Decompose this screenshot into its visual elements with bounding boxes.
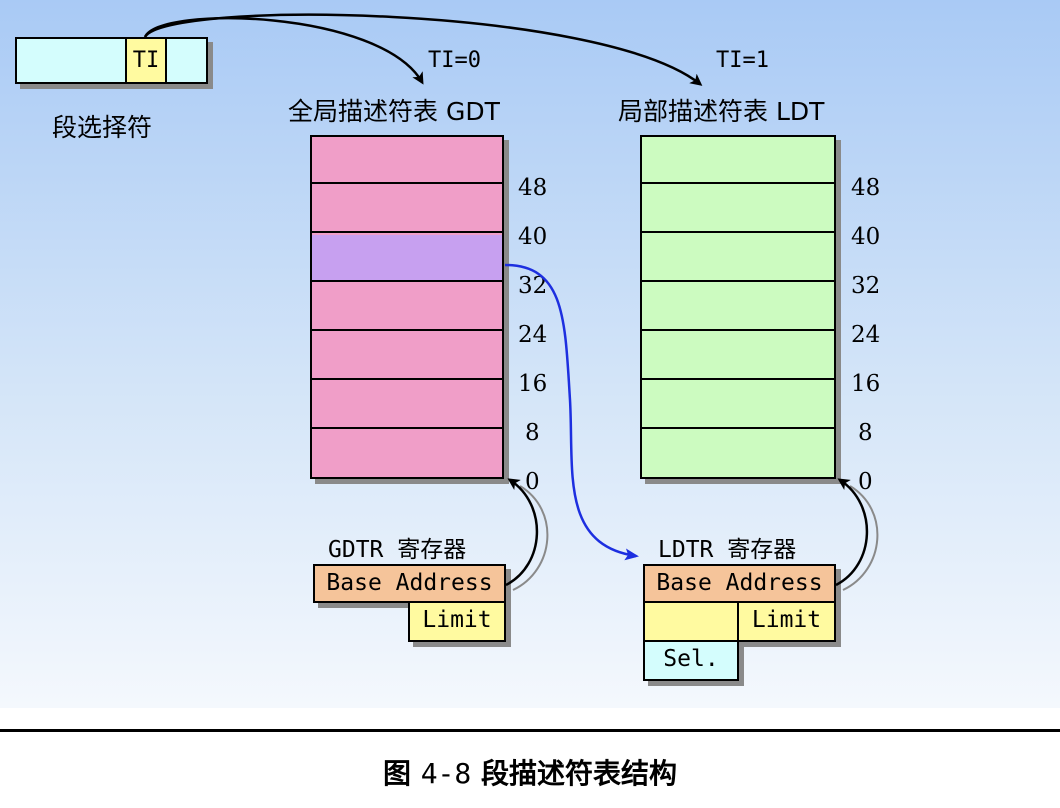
gdtr-title-text: GDTR 寄存器 <box>328 537 467 563</box>
gdtr-to-gdt-arrow <box>505 478 539 587</box>
selector-ti-label: TI <box>132 48 160 73</box>
ti-to-ldt-arrow <box>143 13 703 86</box>
gdt-entry-3 <box>312 284 502 331</box>
caption-divider <box>0 729 1060 732</box>
gdt-offset-8: 8 <box>525 420 540 446</box>
ldt-title: 局部描述符表 LDT <box>618 97 825 126</box>
ldt-table <box>640 135 836 479</box>
ldt-entry-1 <box>642 382 834 429</box>
ldtr-title-text: LDTR 寄存器 <box>658 537 797 563</box>
ldt-entry-3 <box>642 284 834 331</box>
ldtr-base-address: Base Address <box>643 564 836 603</box>
ldt-offset-24: 24 <box>851 322 881 348</box>
ti-to-gdt-arrow <box>143 16 424 85</box>
ldtr-limit: Limit <box>737 603 836 642</box>
gdtr-base-address: Base Address <box>313 564 506 603</box>
ldt-offset-48: 48 <box>851 175 881 201</box>
selector-ti-field: TI <box>125 37 167 84</box>
gdt-title: 全局描述符表 GDT <box>288 97 500 126</box>
ldt-ti-label: TI=1 <box>716 48 769 73</box>
ldt-offset-8: 8 <box>858 420 873 446</box>
ldt-entry-4 <box>642 235 834 282</box>
ldtr-base-label: Base Address <box>656 570 823 596</box>
ldt-entry-5 <box>642 186 834 233</box>
gdt-offset-24: 24 <box>518 322 548 348</box>
gdt-ti-label: TI=0 <box>428 48 481 73</box>
gdt-offset-0: 0 <box>525 469 540 495</box>
ldt-entry-6 <box>642 137 834 184</box>
ldtr-title: LDTR 寄存器 <box>658 530 796 564</box>
figure-title: 段描述符表结构 <box>481 757 678 790</box>
ldt-offset-32: 32 <box>851 273 881 299</box>
diagram-canvas: TI 段选择符 TI=0 全局描述符表 GDT 48 40 32 24 16 8… <box>0 0 1060 708</box>
ldtr-blank-field <box>643 603 739 642</box>
connector-arrows <box>143 13 879 591</box>
gdtr-base-label: Base Address <box>326 570 493 596</box>
ldt-offset-16: 16 <box>851 371 881 397</box>
ldtr-sel-label: Sel. <box>663 646 719 672</box>
ldtr-limit-label: Limit <box>751 607 822 633</box>
ldtr-to-ldt-arrow <box>835 478 869 587</box>
selector-caption: 段选择符 <box>52 113 153 142</box>
gdtr-limit-label: Limit <box>422 607 492 633</box>
gdt-entry-ldt-descriptor <box>312 235 502 282</box>
gdt-offset-48: 48 <box>518 175 548 201</box>
ldt-offset-0: 0 <box>858 469 873 495</box>
figure-prefix: 图 <box>382 757 411 790</box>
ldt-offset-40: 40 <box>851 224 881 250</box>
figure-caption: 图 4-8 段描述符表结构 <box>0 752 1060 792</box>
segment-selector <box>15 37 208 84</box>
gdt-entry-6 <box>312 137 502 184</box>
figure-number: 4-8 <box>420 757 472 790</box>
ldt-entry-2 <box>642 333 834 380</box>
gdt-table <box>310 135 504 479</box>
gdt-descriptor-to-ldtr-arrow <box>504 263 639 561</box>
gdt-offset-16: 16 <box>518 371 548 397</box>
gdt-entry-1 <box>312 382 502 429</box>
ldtr-selector: Sel. <box>643 642 739 681</box>
gdtr-title: GDTR 寄存器 <box>328 530 466 564</box>
gdt-offset-40: 40 <box>518 224 548 250</box>
gdt-entry-5 <box>312 186 502 233</box>
gdt-entry-2 <box>312 333 502 380</box>
gdtr-limit: Limit <box>408 603 506 642</box>
